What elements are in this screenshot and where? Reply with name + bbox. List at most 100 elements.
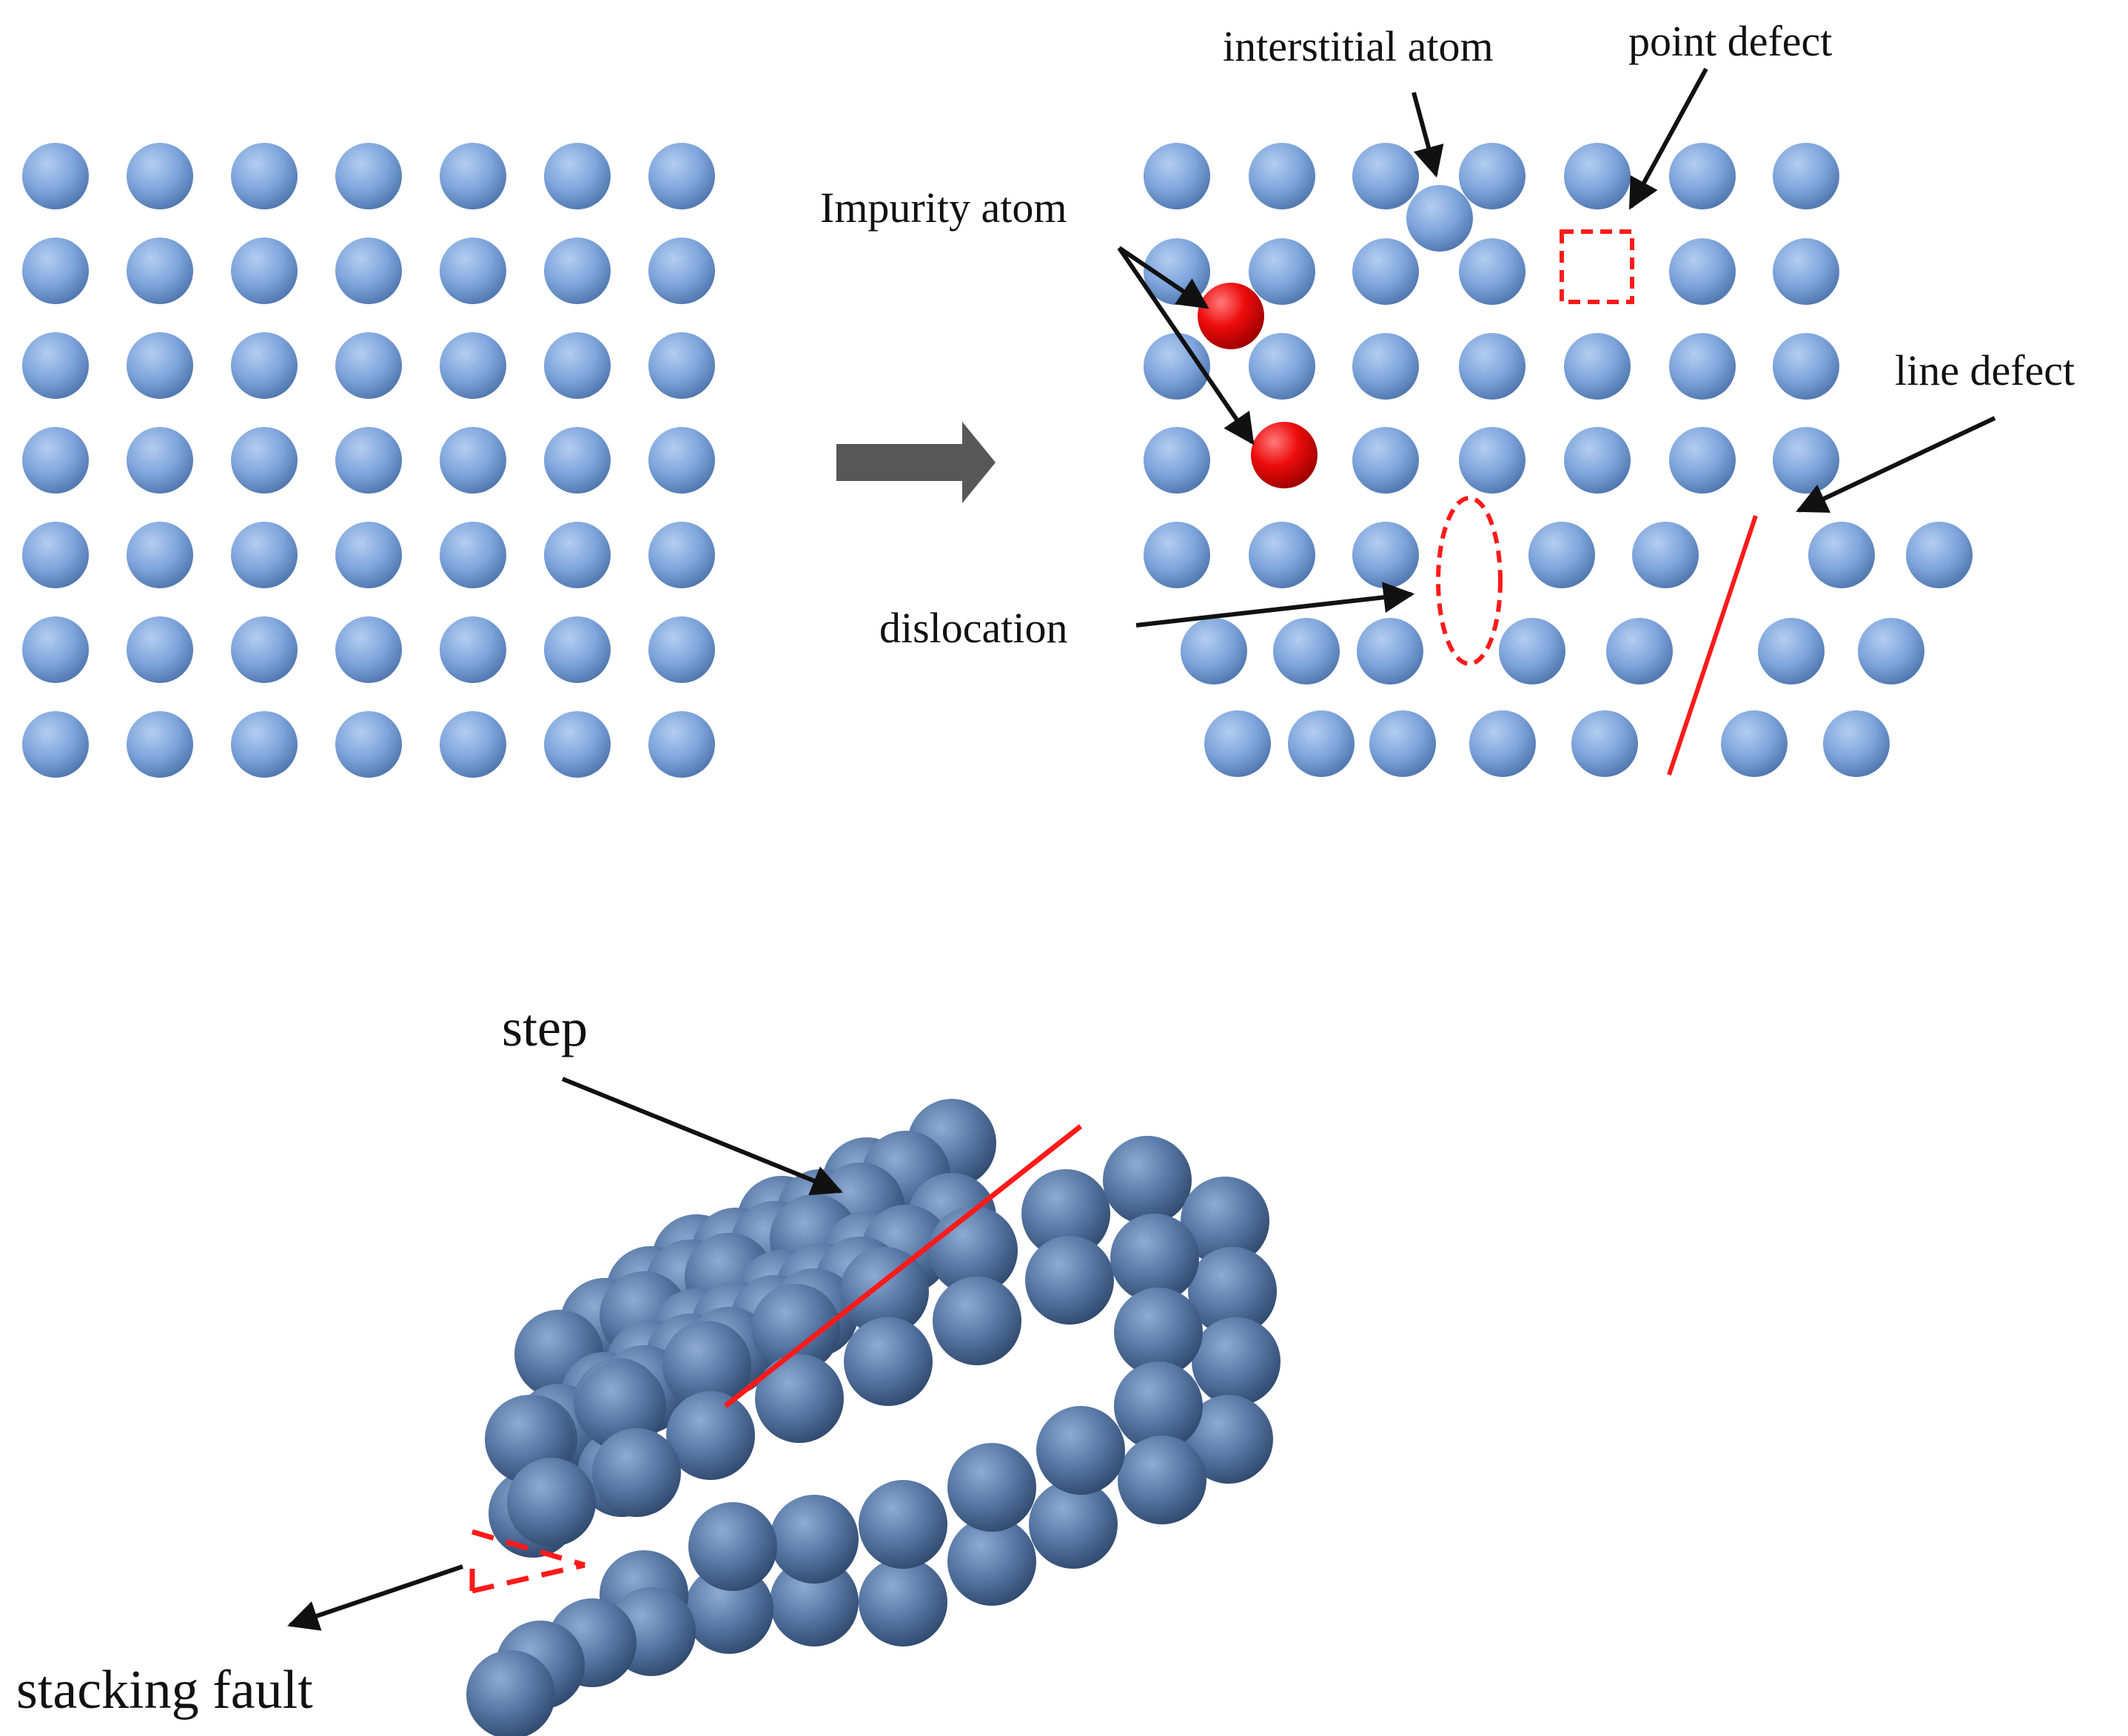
- stack-atom: [1184, 1395, 1273, 1484]
- lattice-atom: [1249, 522, 1315, 588]
- lattice-atom: [335, 522, 402, 588]
- lattice-atom: [1204, 710, 1271, 777]
- lattice-atom: [440, 143, 506, 209]
- lattice-atom: [440, 427, 506, 494]
- atom-stack-3d: [466, 1099, 1281, 1736]
- stack-atom: [1021, 1169, 1110, 1258]
- interstitial-atom: [1406, 185, 1473, 252]
- lattice-atom: [1352, 427, 1419, 494]
- lattice-atom: [1808, 522, 1875, 588]
- bottom-annotation-arrows: [287, 1077, 843, 1631]
- lattice-atom: [440, 332, 506, 399]
- stack-atom: [1114, 1362, 1203, 1450]
- interstitial-atom-label: interstitial atom: [1223, 22, 1494, 70]
- lattice-atom: [1773, 143, 1839, 209]
- lattice-atom: [1352, 522, 1419, 588]
- lattice-atom: [440, 238, 506, 304]
- lattice-atom: [544, 143, 611, 209]
- lattice-atom: [1571, 710, 1638, 777]
- stack-atom: [1110, 1214, 1199, 1302]
- lattice-atom: [1758, 618, 1825, 684]
- lattice-atom: [22, 332, 89, 399]
- line-defect-label: line defect: [1895, 346, 2075, 394]
- lattice-atom: [1357, 618, 1423, 684]
- lattice-atom: [1469, 710, 1536, 777]
- stack-atom: [592, 1428, 681, 1517]
- lattice-atom: [544, 522, 611, 588]
- stack-atom: [933, 1276, 1021, 1365]
- lattice-atom: [544, 427, 611, 494]
- point-defect-arrow: [1628, 67, 1708, 210]
- lattice-atom: [231, 427, 298, 494]
- stack-atom: [662, 1321, 751, 1410]
- lattice-atom: [231, 616, 298, 683]
- impurity-atoms: [1198, 283, 1318, 488]
- lattice-atom: [127, 427, 193, 494]
- step-arrow: [561, 1077, 843, 1196]
- lattice-atom: [1564, 427, 1631, 494]
- lattice-atom: [1499, 618, 1565, 684]
- line-defect-marker: [1667, 515, 1758, 776]
- stack-atom: [1192, 1317, 1281, 1406]
- stack-atom: [844, 1317, 933, 1406]
- interstitial-arrow: [1412, 92, 1444, 178]
- lattice-atom: [1773, 427, 1839, 494]
- dislocation-arrow: [1135, 582, 1415, 628]
- stack-atom: [688, 1502, 777, 1591]
- lattice-atom: [648, 522, 715, 588]
- lattice-atom: [544, 238, 611, 304]
- stack-atom: [859, 1558, 947, 1646]
- stack-atom: [1114, 1288, 1203, 1376]
- stack-atom: [666, 1391, 755, 1480]
- lattice-atom: [335, 616, 402, 683]
- lattice-atom: [1273, 618, 1340, 684]
- lattice-atom: [1288, 710, 1355, 777]
- lattice-atom: [648, 711, 715, 778]
- stack-atom: [1181, 1177, 1269, 1265]
- lattice-atom: [127, 711, 193, 778]
- stack-atom: [840, 1247, 929, 1336]
- impurity-arrow-1: [1118, 246, 1209, 309]
- lattice-atom: [544, 711, 611, 778]
- lattice-atom: [440, 522, 506, 588]
- lattice-atom: [127, 143, 193, 209]
- lattice-atom: [440, 711, 506, 778]
- lattice-atom: [1369, 710, 1436, 777]
- lattice-atom: [1669, 333, 1736, 400]
- lattice-atom: [1528, 522, 1595, 588]
- lattice-atom: [1249, 333, 1315, 400]
- lattice-atom: [1669, 143, 1736, 209]
- stack-atom: [947, 1517, 1036, 1606]
- stack-atom: [770, 1495, 859, 1584]
- stack-atom: [1036, 1406, 1125, 1495]
- lattice-atom: [544, 616, 611, 683]
- lattice-atom: [1459, 427, 1525, 494]
- lattice-atom: [440, 616, 506, 683]
- lattice-atom: [1669, 238, 1736, 305]
- lattice-atom: [127, 616, 193, 683]
- lattice-atom: [648, 238, 715, 304]
- stack-atom: [507, 1458, 596, 1547]
- lattice-atom: [22, 427, 89, 494]
- stack-atom: [1029, 1480, 1118, 1569]
- stack-atom: [770, 1558, 859, 1646]
- lattice-atom: [231, 522, 298, 588]
- stacking-fault-arrow: [287, 1564, 463, 1631]
- step-marker: [723, 1124, 1083, 1408]
- lattice-atom: [127, 522, 193, 588]
- stack-atom: [1025, 1236, 1114, 1325]
- stack-atom: [947, 1443, 1036, 1532]
- lattice-atom: [1249, 143, 1315, 209]
- lattice-atom: [1459, 143, 1525, 209]
- lattice-atom: [544, 332, 611, 399]
- lattice-atom: [1144, 522, 1210, 588]
- lattice-atom: [1773, 238, 1839, 305]
- point-defect-label: point defect: [1628, 17, 1832, 65]
- lattice-atom: [1249, 238, 1315, 305]
- stacking-fault-label: stacking fault: [16, 1660, 313, 1720]
- stack-atom: [751, 1284, 840, 1373]
- lattice-atom: [1144, 143, 1210, 209]
- line-defect-arrow: [1796, 416, 1996, 513]
- lattice-atom: [1352, 143, 1419, 209]
- lattice-atom: [22, 711, 89, 778]
